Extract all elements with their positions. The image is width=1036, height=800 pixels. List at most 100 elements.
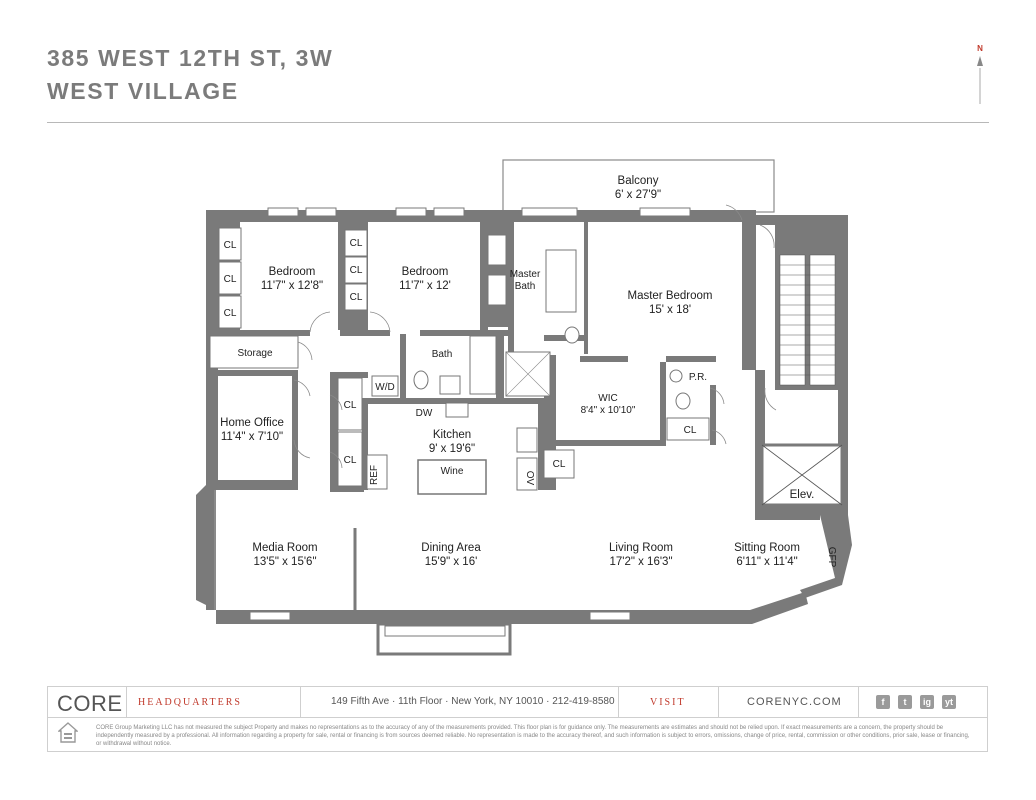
- door-swing: [309, 311, 331, 333]
- bathtub: [545, 249, 577, 313]
- toilet: [564, 326, 580, 344]
- toilet: [413, 370, 429, 390]
- closet-box: [337, 377, 363, 431]
- closet-box: [218, 261, 242, 295]
- toilet: [675, 392, 691, 410]
- wic-dims: 8'4" x 10'10": [581, 405, 636, 416]
- closet-box: [218, 295, 242, 329]
- door-swing: [329, 394, 343, 411]
- gfp-label: GFP: [826, 547, 837, 568]
- bathtub: [469, 335, 497, 395]
- footer-bar: CORE HEADQUARTERS 149 Fifth Ave · 11th F…: [48, 687, 987, 718]
- closet-label: CL: [224, 308, 237, 319]
- elevator-label: Elev.: [790, 489, 815, 501]
- bedroom-2-label: Bedroom: [402, 266, 449, 278]
- closet-label: CL: [350, 292, 363, 303]
- windows: [249, 207, 691, 637]
- oven: [516, 457, 538, 491]
- compass-label: N: [977, 44, 983, 53]
- dining-area-label: Dining Area: [421, 542, 481, 554]
- sink-box: [487, 274, 507, 306]
- kitchen-label: Kitchen: [433, 429, 471, 441]
- website-link[interactable]: CORENYC.COM: [747, 696, 842, 708]
- kitchen-sink: [445, 402, 469, 418]
- elevator-shaft: [760, 443, 844, 507]
- footer-divider: [618, 687, 619, 717]
- wic-label: WIC: [598, 393, 617, 404]
- floor-plan: Balcony 6' x 27'9" Bedroom 11'7" x 12'8"…: [196, 159, 852, 656]
- bath-label: Bath: [432, 349, 453, 360]
- north-arrow-icon: N: [970, 44, 990, 106]
- closet-box: [543, 449, 575, 479]
- living-room-dims: 17'2" x 16'3": [609, 556, 672, 568]
- powder-room-label: P.R.: [689, 372, 707, 383]
- balcony-dims: 6' x 27'9": [615, 189, 661, 201]
- kitchen-dims: 9' x 19'6": [429, 443, 475, 455]
- vanity-sink: [439, 375, 461, 395]
- media-room-label: Media Room: [252, 542, 317, 554]
- door-swing: [297, 341, 313, 361]
- equal-housing-icon: [58, 722, 78, 743]
- sink-box: [487, 234, 507, 266]
- office-address: 149 Fifth Ave · 11th Floor · New York, N…: [331, 696, 615, 707]
- oven-label: OV: [524, 471, 535, 486]
- closet-box: [337, 431, 363, 487]
- instagram-icon[interactable]: ig: [920, 695, 934, 709]
- door-swing: [369, 311, 391, 333]
- dishwasher-label: DW: [416, 408, 433, 419]
- master-bath-label: Master: [510, 269, 541, 280]
- wd-box: [371, 375, 399, 397]
- footer-divider: [858, 687, 859, 717]
- master-bath-label-2: Bath: [515, 281, 536, 292]
- closet-label: CL: [344, 455, 357, 466]
- balcony-label: Balcony: [618, 175, 659, 187]
- closet-label: CL: [224, 240, 237, 251]
- wine-label: Wine: [441, 466, 464, 477]
- social-icons: f t ig yt: [876, 695, 956, 709]
- dining-area-dims: 15'9" x 16': [425, 556, 478, 568]
- closet-box: [344, 283, 368, 311]
- footer-divider: [718, 687, 719, 717]
- closet-box: [666, 417, 710, 441]
- footer-divider: [126, 687, 127, 717]
- closet-label: CL: [350, 238, 363, 249]
- closet-box: [218, 227, 242, 261]
- door-swing: [725, 204, 743, 221]
- wd-label: W/D: [375, 382, 394, 393]
- bedroom-2-dims: 11'7" x 12': [399, 280, 451, 292]
- facebook-icon[interactable]: f: [876, 695, 890, 709]
- bedroom-1-label: Bedroom: [269, 266, 316, 278]
- closet-label: CL: [224, 274, 237, 285]
- closet-box: [344, 229, 368, 257]
- sitting-room-dims: 6'11" x 11'4": [736, 556, 797, 568]
- storage-box: [209, 335, 299, 369]
- door-swing: [293, 439, 311, 459]
- refrigerator: [366, 454, 388, 490]
- shower-drain: [505, 351, 551, 397]
- pr-sink: [669, 369, 683, 383]
- core-logo[interactable]: CORE: [57, 691, 123, 716]
- visit-label: VISIT: [650, 697, 686, 708]
- refrigerator-label: REF: [369, 465, 380, 485]
- neighborhood: WEST VILLAGE: [47, 78, 239, 104]
- master-bedroom-label: Master Bedroom: [627, 290, 712, 302]
- youtube-icon[interactable]: yt: [942, 695, 956, 709]
- door-swing: [709, 387, 725, 405]
- closet-label: CL: [553, 459, 566, 470]
- closet-box: [344, 256, 368, 284]
- door-swing: [759, 224, 775, 249]
- home-office-label: Home Office: [220, 417, 284, 429]
- living-room-label: Living Room: [609, 542, 673, 554]
- door-swing: [329, 451, 343, 469]
- twitter-icon[interactable]: t: [898, 695, 912, 709]
- home-office-dims: 11'4" x 7'10": [221, 431, 283, 443]
- media-room-dims: 13'5" x 15'6": [253, 556, 316, 568]
- master-bedroom-dims: 15' x 18': [649, 304, 691, 316]
- legal-disclaimer: CORE Group Marketing LLC has not measure…: [96, 725, 970, 747]
- wine-island: [417, 459, 487, 495]
- bay-window: [376, 622, 512, 656]
- footer: CORE HEADQUARTERS 149 Fifth Ave · 11th F…: [47, 686, 988, 752]
- door-swing: [764, 387, 777, 411]
- headquarters-label: HEADQUARTERS: [138, 697, 242, 708]
- property-address: 385 WEST 12TH ST, 3W: [47, 45, 334, 71]
